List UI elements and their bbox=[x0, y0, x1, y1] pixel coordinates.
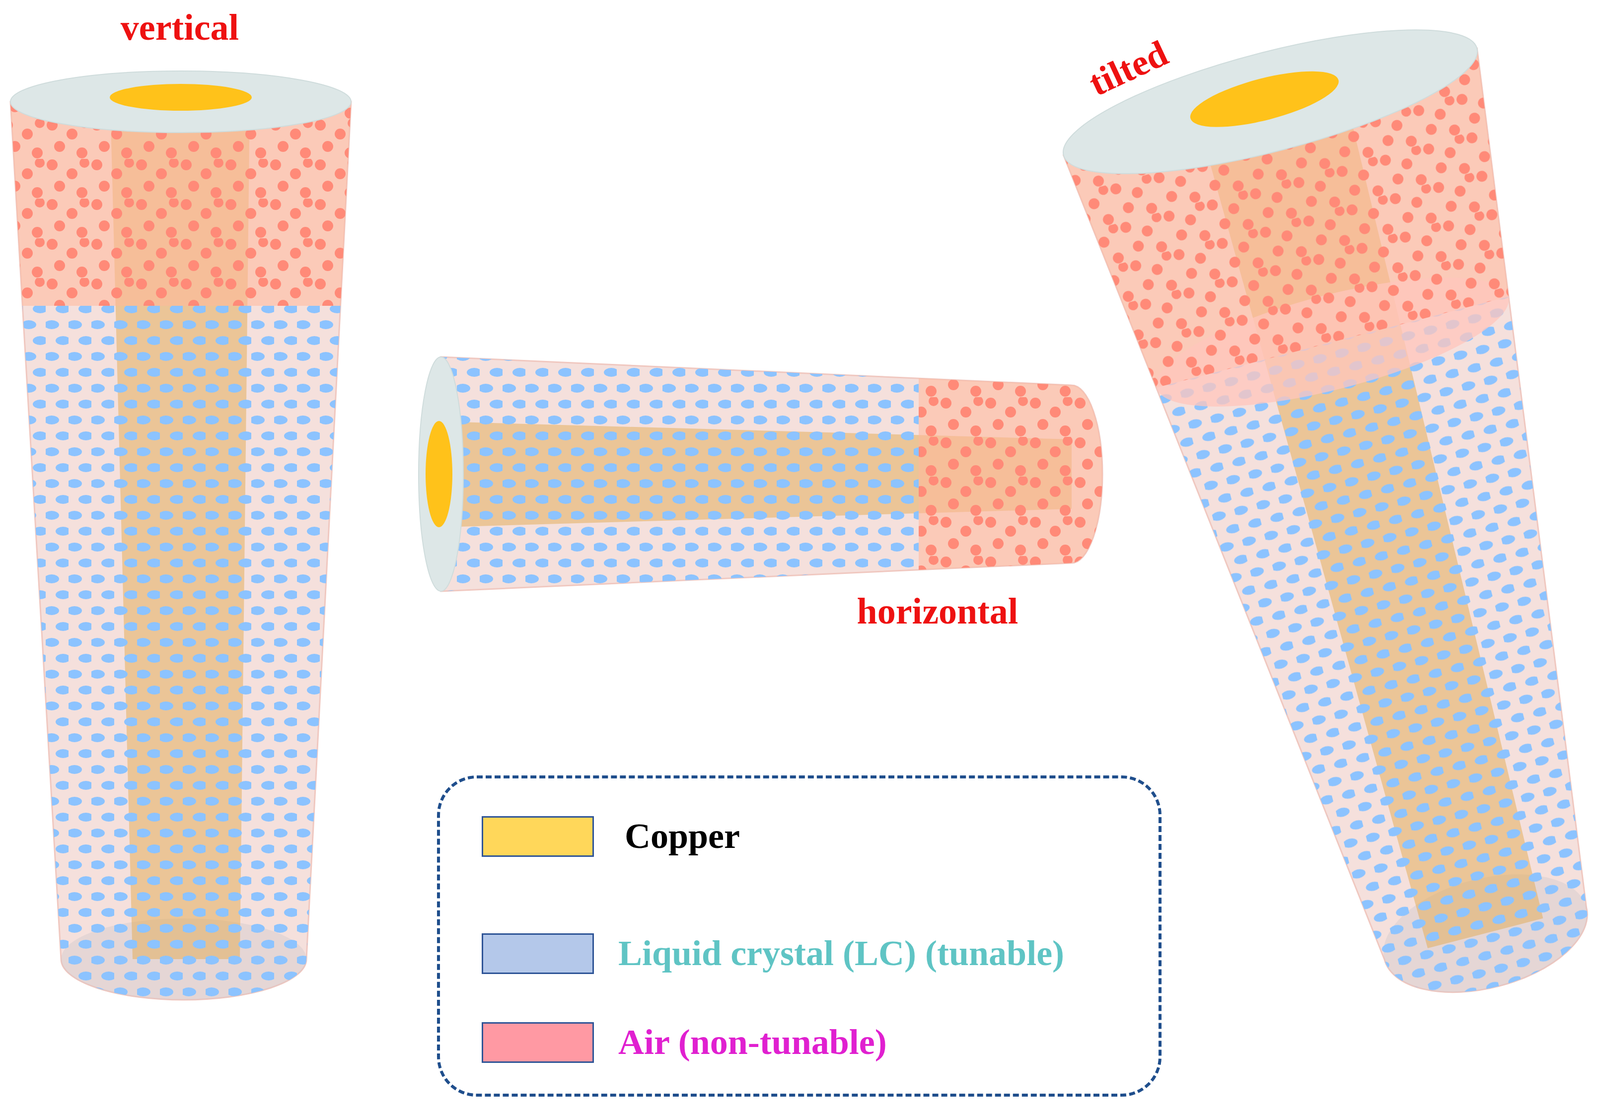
illustration-part bbox=[0, 305, 398, 1026]
illustration-part bbox=[10, 71, 352, 133]
legend-text: Liquid crystal (LC) (tunable) bbox=[618, 934, 1065, 974]
illustration-part bbox=[918, 347, 1118, 606]
legend-swatch bbox=[481, 1022, 594, 1064]
illustration-part bbox=[436, 347, 919, 606]
legend-swatch bbox=[481, 933, 594, 975]
illustration-part bbox=[109, 83, 252, 111]
view-label: horizontal bbox=[857, 591, 1019, 632]
legend-swatch bbox=[481, 816, 594, 858]
illustration-part bbox=[418, 357, 464, 592]
illustration-part bbox=[1011, 0, 1573, 405]
illustration-part bbox=[1011, 0, 1600, 1078]
illustration-part bbox=[0, 49, 398, 306]
illustration-part bbox=[0, 49, 398, 306]
illustration-part bbox=[1185, 60, 1344, 139]
illustration-part bbox=[0, 49, 398, 1026]
view-label: vertical bbox=[120, 7, 239, 48]
tilted-coax bbox=[1011, 0, 1600, 1078]
illustration-part bbox=[1011, 0, 1573, 405]
illustration-part bbox=[425, 421, 453, 528]
legend-text: Copper bbox=[624, 816, 740, 857]
legend-text: Air (non-tunable) bbox=[618, 1022, 887, 1063]
illustration-part bbox=[1011, 0, 1573, 405]
illustration-part bbox=[1091, 280, 1600, 1078]
illustration-part bbox=[1051, 0, 1490, 204]
illustration-part bbox=[918, 347, 1118, 606]
horizontal-coax bbox=[418, 347, 1118, 606]
illustration-part bbox=[436, 347, 1118, 606]
vertical-coax bbox=[0, 49, 398, 1026]
